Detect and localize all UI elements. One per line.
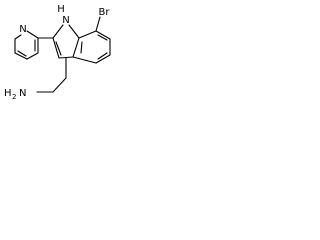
bond [52, 77, 67, 93]
double-bond-inner [55, 41, 62, 56]
amine-h-label: H [4, 88, 12, 99]
bond [95, 30, 111, 40]
bond [26, 30, 39, 39]
amine-n-label: N [19, 88, 26, 99]
chemical-structure-diagram: H N Br N H 2 N [4, 4, 111, 101]
bond [68, 24, 80, 39]
bond [14, 34, 22, 40]
bond [52, 24, 64, 39]
bond-to-bromine [95, 16, 101, 32]
ethylamine-chain [36, 57, 67, 93]
double-bond-inner [17, 50, 27, 57]
bond [95, 54, 111, 64]
double-bond-inner [97, 34, 108, 41]
indole-h-label: H [57, 4, 65, 15]
pyridine-ring [14, 30, 39, 60]
bond [14, 52, 28, 60]
bond [72, 37, 80, 58]
benzene-ring [72, 30, 111, 64]
bond [72, 56, 97, 64]
double-bond-inner [80, 41, 83, 54]
bromine-label: Br [99, 7, 111, 18]
bond [26, 52, 39, 60]
amine-subscript-2: 2 [12, 93, 16, 101]
amine-label: H 2 N [4, 88, 26, 101]
indole-nh-label: H N [57, 4, 70, 26]
bond [78, 30, 97, 39]
pyrrole-ring [52, 24, 80, 59]
bond [52, 37, 60, 59]
pyridine-n-label: N [19, 24, 26, 35]
indole-n-label: N [62, 15, 69, 26]
double-bond-inner [97, 52, 108, 60]
